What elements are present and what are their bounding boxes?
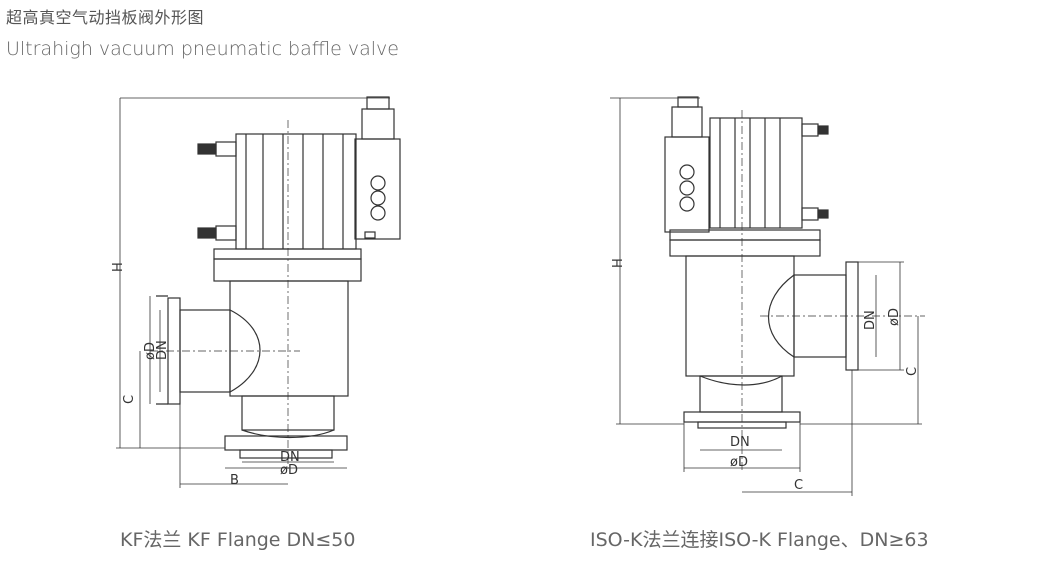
kf-dim-od-side: øD — [143, 342, 158, 360]
iso-dim-c-bottom: C — [794, 478, 803, 493]
iso-dim-od-bottom: øD — [730, 455, 748, 470]
kf-dim-h: H — [111, 262, 126, 272]
kf-dim-dn-bottom: DN — [280, 450, 300, 465]
iso-dim-h: H — [611, 258, 626, 268]
iso-dim-od-side: øD — [887, 308, 902, 326]
page-title-english: Ultrahigh vacuum pneumatic baffle valve — [6, 38, 399, 60]
page-title-chinese: 超高真空气动挡板阀外形图 — [6, 8, 205, 27]
kf-valve-drawing — [116, 96, 401, 488]
iso-dim-c: C — [905, 367, 920, 376]
kf-flange-caption: KF法兰 KF Flange DN≤50 — [120, 529, 356, 551]
iso-dim-dn-side: DN — [863, 310, 878, 330]
iso-flange-caption: ISO-K法兰连接ISO-K Flange、DN≥63 — [590, 529, 929, 551]
iso-valve-drawing — [610, 96, 925, 496]
kf-dim-b: B — [230, 473, 239, 488]
kf-dim-od-bottom: øD — [280, 463, 298, 478]
kf-dim-dn-side: DN — [155, 340, 170, 360]
kf-dim-c: C — [122, 395, 137, 404]
iso-dim-dn-bottom: DN — [730, 435, 750, 450]
